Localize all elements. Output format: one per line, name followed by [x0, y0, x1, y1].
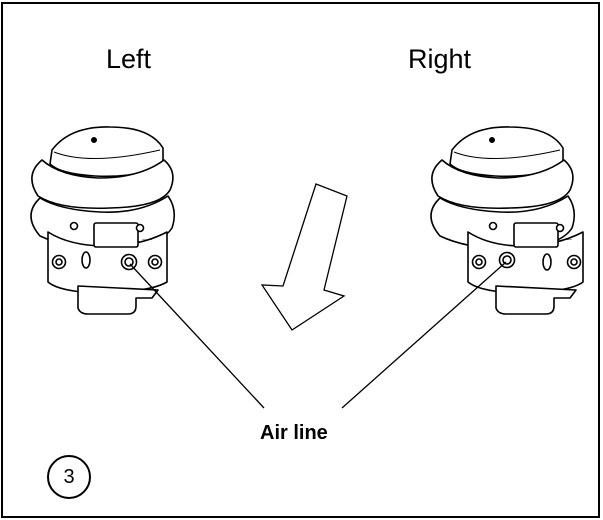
- right-label: Right: [408, 44, 472, 74]
- left-label: Left: [106, 44, 152, 74]
- step-number-badge: 3: [47, 455, 91, 499]
- air-line-leader-left: [129, 263, 265, 409]
- air-spring-left-icon: ——: [30, 126, 176, 315]
- svg-text:——: ——: [562, 237, 572, 243]
- step-number: 3: [63, 465, 75, 488]
- air-line-leader-right: [341, 261, 507, 409]
- air-line-label: Air line: [260, 422, 328, 444]
- direction-arrow-icon: [260, 183, 348, 331]
- air-spring-right-icon: ——: [430, 126, 584, 315]
- svg-text:——: ——: [142, 237, 152, 243]
